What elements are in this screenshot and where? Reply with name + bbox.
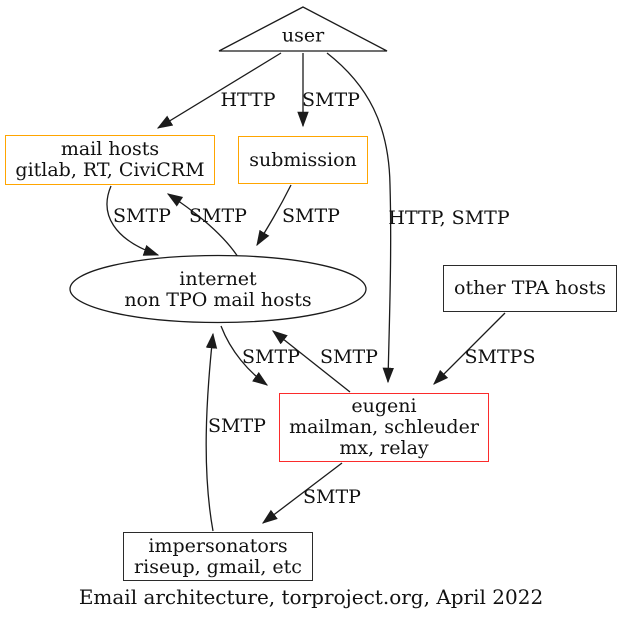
impersonators-node: impersonators riseup, gmail, etc — [123, 532, 313, 581]
internet-node-label: internet non TPO mail hosts — [124, 269, 311, 311]
edge-submission-to-internet — [256, 184, 292, 247]
edge-mail-hosts-to-internet — [106, 185, 160, 256]
edge-label-eugeni-to-internet: SMTP — [320, 346, 378, 368]
edge-internet-to-eugeni — [220, 325, 269, 386]
diagram-caption: Email architecture, torproject.org, Apri… — [78, 585, 544, 609]
edge-label-impersonators-to-internet: SMTP — [208, 415, 266, 437]
submission-node: submission — [238, 136, 368, 184]
edge-label-mail-hosts-to-internet: SMTP — [113, 205, 171, 227]
eugeni-line3: mx, relay — [339, 437, 429, 459]
user-node-label: user — [281, 24, 325, 47]
user-node-shape — [218, 6, 388, 52]
mail-hosts-node: mail hosts gitlab, RT, CiviCRM — [5, 135, 215, 185]
internet-line1: internet — [179, 268, 257, 290]
submission-label: submission — [249, 148, 357, 171]
edge-eugeni-to-impersonators — [261, 462, 343, 524]
eugeni-line1: eugeni — [351, 395, 417, 417]
edge-user-to-eugeni — [326, 52, 394, 384]
edge-label-internet-to-eugeni: SMTP — [242, 346, 300, 368]
edge-label-submission-to-internet: SMTP — [282, 205, 340, 227]
edge-label-user-to-submission: SMTP — [302, 89, 360, 111]
impersonators-line2: riseup, gmail, etc — [134, 555, 302, 578]
edge-label-user-to-eugeni: HTTP, SMTP — [388, 207, 510, 229]
edge-internet-to-mail-hosts — [166, 193, 239, 258]
eugeni-line2: mailman, schleuder — [289, 416, 479, 438]
edge-label-user-to-mail-hosts: HTTP — [220, 89, 276, 111]
edge-impersonators-to-internet — [205, 332, 218, 532]
other-tpa-hosts-label: other TPA hosts — [454, 277, 606, 299]
eugeni-node: eugeni mailman, schleuder mx, relay — [279, 393, 489, 462]
edge-label-internet-to-mail-hosts: SMTP — [189, 205, 247, 227]
edge-other-tpa-to-eugeni — [433, 312, 506, 385]
edge-user-to-mail-hosts — [156, 52, 282, 129]
mail-hosts-line2: gitlab, RT, CiviCRM — [15, 159, 205, 181]
impersonators-line1: impersonators — [148, 534, 288, 557]
edge-label-other-tpa-to-eugeni: SMTPS — [464, 346, 536, 368]
mail-hosts-line1: mail hosts — [60, 138, 160, 160]
edge-label-eugeni-to-impersonators: SMTP — [303, 486, 361, 508]
other-tpa-hosts-node: other TPA hosts — [443, 265, 617, 312]
internet-line2: non TPO mail hosts — [124, 289, 312, 311]
internet-node-shape — [69, 254, 367, 324]
edge-eugeni-to-internet — [271, 330, 351, 393]
